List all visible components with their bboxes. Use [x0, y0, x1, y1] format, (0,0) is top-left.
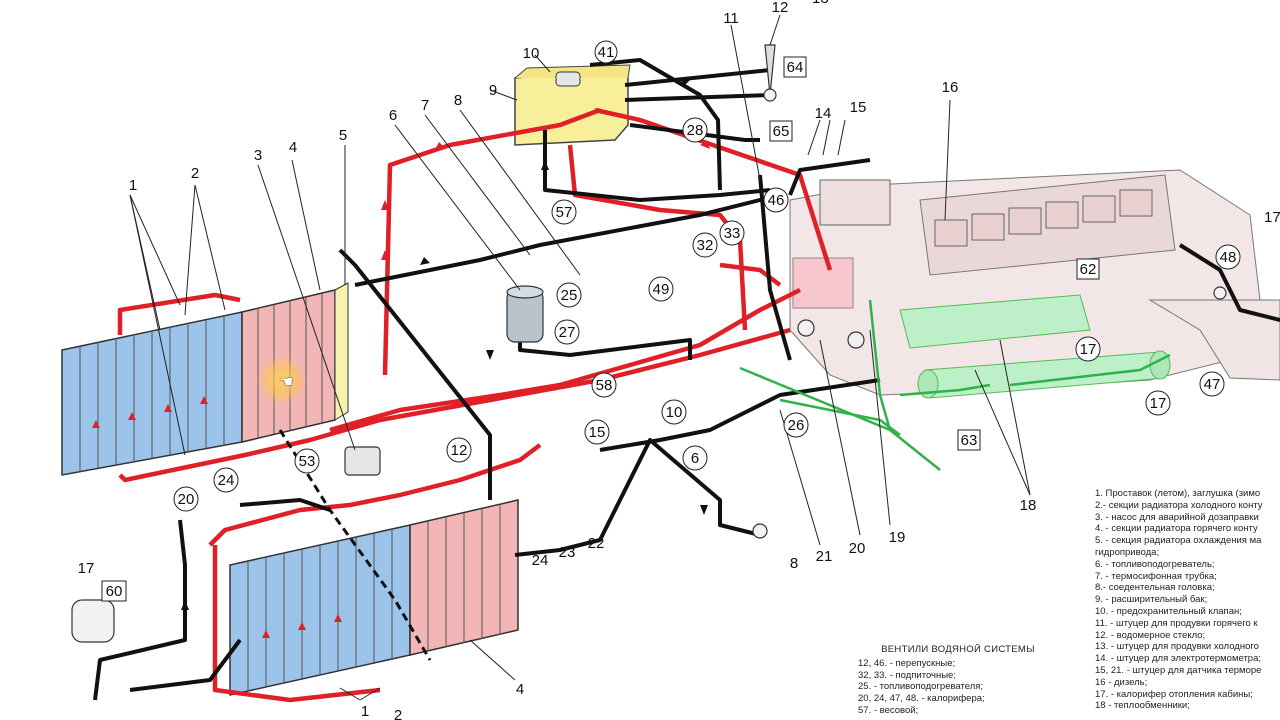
- legend-item: 7. - термосифонная трубка;: [1095, 570, 1217, 582]
- legend-item: 5. - секция радиатора охлаждения ма: [1095, 535, 1262, 547]
- expansion-tank: [514, 64, 631, 146]
- callout-18: 18: [1020, 497, 1037, 514]
- callout-8: 8: [454, 92, 462, 109]
- callout-19: 19: [889, 529, 906, 546]
- callout-1-lower: 1: [361, 703, 369, 720]
- callout-27: 27: [559, 324, 576, 341]
- lower-radiator: [229, 499, 519, 696]
- callout-2: 2: [191, 165, 199, 182]
- valves-legend: ВЕНТИЛИ ВОДЯНОЙ СИСТЕМЫ 12, 46. - перепу…: [858, 644, 1058, 717]
- legend-item: 18 - теплообменники;: [1095, 700, 1190, 712]
- callout-14: 14: [815, 105, 832, 122]
- legend-item: 6. - топливоподогреватель;: [1095, 558, 1215, 570]
- callout-5: 5: [339, 127, 347, 144]
- callout-16: 16: [942, 79, 959, 96]
- callout-53: 53: [299, 453, 316, 470]
- dashed-drain-line: [278, 429, 432, 661]
- oil-circuit-pipes: [739, 299, 1171, 471]
- valves-legend-title: ВЕНТИЛИ ВОДЯНОЙ СИСТЕМЫ: [881, 644, 1035, 655]
- callout-25: 25: [561, 287, 578, 304]
- callout-22: 22: [588, 535, 605, 552]
- callout-21: 21: [816, 548, 833, 565]
- callout-33: 33: [724, 225, 741, 242]
- callout-17-right: 17: [1150, 395, 1167, 412]
- callout-4: 4: [289, 139, 297, 156]
- legend-item: 4. - секции радиатора горячего конту: [1095, 523, 1258, 535]
- legend-item: 2.- секции радиатора холодного конту: [1095, 499, 1263, 511]
- legend-item: 9. - расширительный бак;: [1095, 594, 1208, 606]
- legend-item: 8.- соедентельная головка;: [1095, 582, 1215, 594]
- callout-6: 6: [389, 107, 397, 124]
- legend-item: 13. - штуцер для продувки холодного: [1095, 641, 1259, 653]
- legend-item: 17. - калорифер отопления кабины;: [1095, 688, 1253, 700]
- callout-26: 26: [788, 417, 805, 434]
- callout-63: 63: [961, 432, 978, 449]
- valve-legend-item: 12, 46. - перепускные;: [858, 657, 956, 669]
- legend-item: 1. Проставок (летом), заглушка (зимо: [1095, 488, 1261, 499]
- callout-1: 1: [129, 177, 137, 194]
- callout-10: 10: [523, 45, 540, 62]
- callout-47: 47: [1204, 376, 1221, 393]
- hand-cursor-icon: ☚: [279, 372, 294, 391]
- callout-28: 28: [687, 122, 704, 139]
- callout-60: 60: [106, 583, 123, 600]
- callout-20-left: 20: [178, 491, 195, 508]
- callout-65: 65: [773, 123, 790, 140]
- callout-9: 9: [489, 82, 497, 99]
- callout-32: 32: [697, 237, 714, 254]
- callout-24-left: 24: [218, 472, 235, 489]
- legend-item: 10. - предохранительный клапан;: [1095, 605, 1242, 617]
- legend-item: 11. - штуцер для продувки горячего к: [1095, 617, 1258, 629]
- callout-62: 62: [1080, 261, 1097, 278]
- callout-15: 15: [850, 99, 867, 116]
- legend-item: гидропривода;: [1095, 546, 1160, 558]
- callout-13-edge: 13: [812, 0, 829, 7]
- legend-item: 16 - дизель;: [1095, 676, 1148, 688]
- callout-23: 23: [559, 544, 576, 561]
- flow-arrows: [181, 78, 710, 610]
- callout-64: 64: [787, 59, 804, 76]
- callout-10-mid: 10: [666, 404, 683, 421]
- callout-2-lower: 2: [394, 707, 402, 720]
- callout-8-lower: 8: [790, 555, 798, 572]
- callout-17-edge: 17: [1264, 209, 1280, 226]
- callout-20-right: 20: [849, 540, 866, 557]
- callout-15-mid: 15: [589, 424, 606, 441]
- callout-4-lower: 4: [516, 681, 524, 698]
- legend-item: 15, 21. - штуцер для датчика терморе: [1095, 664, 1262, 676]
- callout-11: 11: [723, 10, 739, 27]
- callout-leaders: [129, 14, 1031, 701]
- valve-legend-item: 25. - топливоподогревателя;: [858, 681, 984, 693]
- hot-circuit-pipes: [117, 107, 833, 703]
- callout-58: 58: [596, 377, 613, 394]
- legend-item: 14. - штуцер для электротермометра;: [1095, 653, 1262, 665]
- valve-legend-item: 32, 33. - подпиточные;: [858, 669, 956, 681]
- callout-7: 7: [421, 97, 429, 114]
- callout-6-mid: 6: [691, 450, 699, 467]
- callout-57: 57: [556, 204, 573, 221]
- callout-17-engine: 17: [1080, 341, 1097, 358]
- valve-legend-item: 57. - весовой;: [858, 704, 919, 716]
- callout-41: 41: [598, 44, 615, 61]
- callout-24-mid: 24: [532, 552, 549, 569]
- callout-17-left: 17: [78, 560, 95, 577]
- legend-item: 12. - водомерное стекло;: [1095, 629, 1206, 641]
- legend-item: 3. - насос для аварийной дозаправки: [1095, 511, 1259, 523]
- callout-48: 48: [1220, 249, 1237, 266]
- callout-12-mid: 12: [451, 442, 468, 459]
- callout-3: 3: [254, 147, 262, 164]
- valve-legend-item: 20, 24, 47, 48. - калорифера;: [858, 693, 985, 705]
- cursor-highlight: [257, 355, 307, 405]
- callout-46: 46: [768, 192, 785, 209]
- callout-12: 12: [772, 0, 789, 16]
- callout-49: 49: [653, 281, 670, 298]
